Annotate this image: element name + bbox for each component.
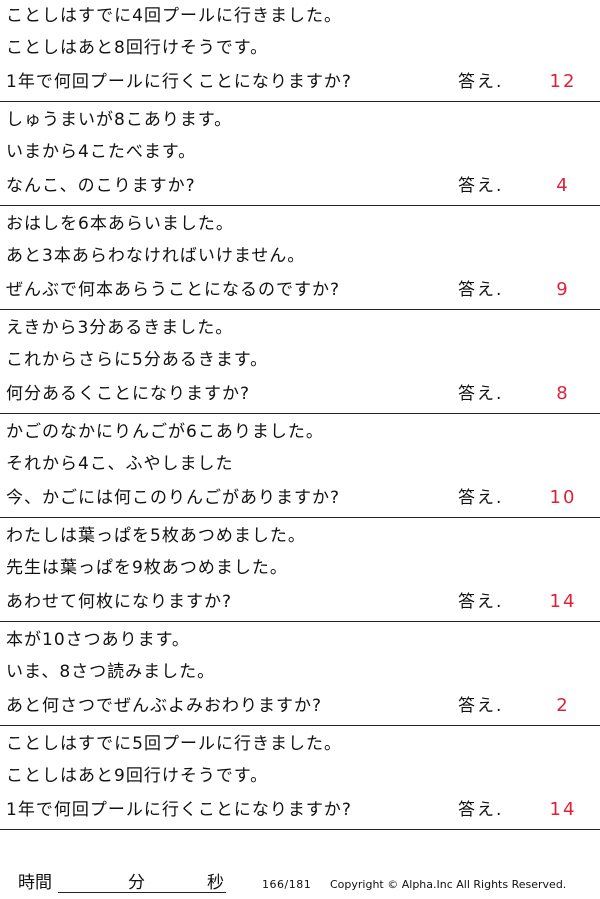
problem-list: ことしはすでに4回プールに行きました。ことしはあと8回行けそうです。 1年で何回プ… (0, 0, 600, 832)
problem-line-2: いまから4こたべます。 (6, 142, 197, 162)
divider-line (0, 309, 600, 310)
problem-line-1: えきから3分あるきました。 (6, 318, 234, 338)
problem-line-1: ことしはすでに5回プールに行きました。 (6, 734, 342, 754)
problem-line-3: 何分あるくことになりますか? (6, 384, 251, 404)
divider-line (0, 517, 600, 518)
answer-label: 答え. (458, 592, 504, 612)
answer-value: 12 (549, 71, 577, 92)
answer-label: 答え. (458, 800, 504, 820)
minutes-label: 分 (128, 873, 145, 893)
divider-line (0, 621, 600, 622)
problem-line-2: あと3本あらわなければいけません。 (6, 246, 306, 266)
answer-value: 14 (549, 799, 577, 820)
answer-label: 答え. (458, 176, 504, 196)
answer-label: 答え. (458, 72, 504, 92)
problem-item: しゅうまいが8こあります。いまから4こたべます。なんこ、のこりますか? 答え. 4 (0, 104, 600, 208)
problem-line-3: あと何さつでぜんぶよみおわりますか? (6, 696, 323, 716)
divider-line (0, 829, 600, 830)
problem-line-1: ことしはすでに4回プールに行きました。 (6, 6, 342, 26)
time-label: 時間 (18, 873, 52, 893)
answer-label: 答え. (458, 488, 504, 508)
divider-line (0, 101, 600, 102)
problem-line-3: 1年で何回プールに行くことになりますか? (6, 72, 352, 92)
copyright-text: Copyright © Alpha.Inc All Rights Reserve… (330, 878, 567, 891)
problem-line-3: 1年で何回プールに行くことになりますか? (6, 800, 352, 820)
answer-value: 4 (556, 175, 570, 196)
answer-label: 答え. (458, 280, 504, 300)
answer-value: 8 (556, 383, 570, 404)
problem-line-2: これからさらに5分あるきます。 (6, 350, 269, 370)
problem-line-1: わたしは葉っぱを5枚あつめました。 (6, 526, 306, 546)
problem-line-1: 本が10さつあります。 (6, 630, 190, 650)
problem-item: わたしは葉っぱを5枚あつめました。先生は葉っぱを9枚あつめました。あわせて何枚に… (0, 520, 600, 624)
problem-line-2: ことしはあと8回行けそうです。 (6, 38, 269, 58)
problem-line-3: あわせて何枚になりますか? (6, 592, 233, 612)
problem-item: おはしを6本あらいました。あと3本あらわなければいけません。ぜんぶで何本あらうこ… (0, 208, 600, 312)
problem-line-1: かごのなかにりんごが6こありました。 (6, 422, 324, 442)
problem-line-1: しゅうまいが8こあります。 (6, 110, 233, 130)
problem-item: かごのなかにりんごが6こありました。それから4こ、ふやしました今、かごには何この… (0, 416, 600, 520)
divider-line (0, 413, 600, 414)
answer-label: 答え. (458, 696, 504, 716)
problem-line-3: ぜんぶで何本あらうことになるのですか? (6, 280, 341, 300)
problem-line-1: おはしを6本あらいました。 (6, 214, 234, 234)
answer-label: 答え. (458, 384, 504, 404)
problem-line-2: ことしはあと9回行けそうです。 (6, 766, 269, 786)
divider-line (0, 725, 600, 726)
answer-value: 2 (556, 695, 570, 716)
divider-line (0, 205, 600, 206)
problem-line-2: それから4こ、ふやしました (6, 454, 234, 474)
answer-value: 9 (556, 279, 570, 300)
footer: 時間 分 秒 166/181 Copyright © Alpha.Inc All… (0, 870, 600, 898)
answer-value: 10 (549, 487, 577, 508)
page-number: 166/181 (262, 878, 312, 891)
problem-line-2: 先生は葉っぱを9枚あつめました。 (6, 558, 288, 578)
time-blank-line (58, 892, 226, 893)
problem-item: ことしはすでに5回プールに行きました。ことしはあと9回行けそうです。 1年で何回プ… (0, 728, 600, 832)
answer-value: 14 (549, 591, 577, 612)
problem-line-3: なんこ、のこりますか? (6, 176, 196, 196)
problem-item: 本が10さつあります。いま、8さつ読みました。あと何さつでぜんぶよみおわりますか… (0, 624, 600, 728)
problem-line-2: いま、8さつ読みました。 (6, 662, 216, 682)
seconds-label: 秒 (207, 873, 224, 893)
problem-item: ことしはすでに4回プールに行きました。ことしはあと8回行けそうです。 1年で何回プ… (0, 0, 600, 104)
problem-item: えきから3分あるきました。これからさらに5分あるきます。何分あるくことになります… (0, 312, 600, 416)
problem-line-3: 今、かごには何このりんごがありますか? (6, 488, 341, 508)
